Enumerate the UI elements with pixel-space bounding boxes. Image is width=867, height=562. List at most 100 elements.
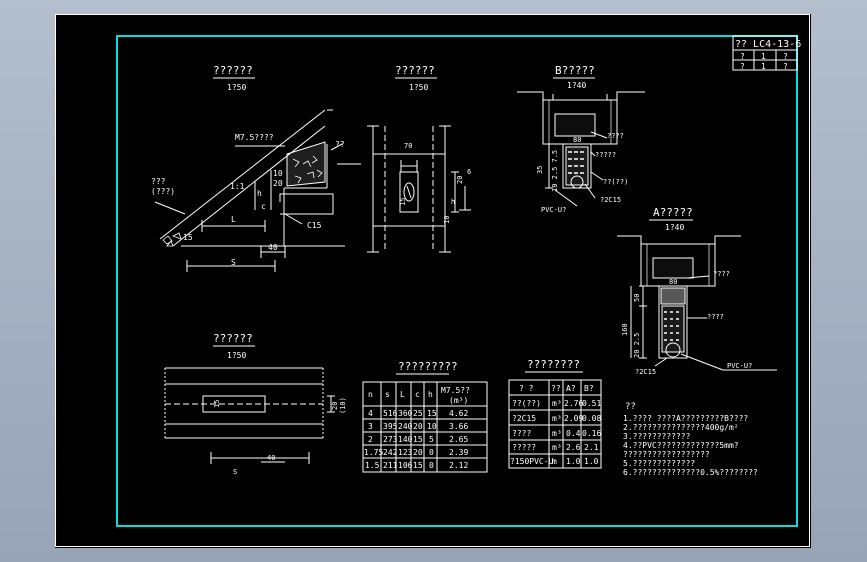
left-note-label-2: (???) xyxy=(151,187,175,196)
a-concrete: ?2C15 xyxy=(635,368,656,376)
title-block-cell: 1 xyxy=(761,52,766,61)
svg-text:0: 0 xyxy=(429,448,434,457)
b-dim-35: 35 xyxy=(536,166,544,174)
b-pvc: PVC-U? xyxy=(541,206,566,214)
plan-dim-6: 6 xyxy=(467,168,471,176)
svg-text:273: 273 xyxy=(383,435,398,444)
section-a-view: A????? 1?40 xyxy=(617,206,777,371)
slope-section-labels: M7.5???? ?? ??? (???) 1:1 C15 L S 40 h c… xyxy=(151,133,345,267)
view-title: ?????? xyxy=(395,64,435,77)
svg-text:?????: ????? xyxy=(512,443,536,452)
a-note-1: ???? xyxy=(713,270,730,278)
dim-S: S xyxy=(231,258,236,267)
svg-text:0.16: 0.16 xyxy=(582,429,601,438)
note-line: 2.???????????????400g/m² xyxy=(623,423,739,432)
outer-border xyxy=(55,14,810,547)
table-title: ???????? xyxy=(527,358,580,371)
view-title: B????? xyxy=(555,64,595,77)
view-scale: 1?50 xyxy=(409,83,428,92)
t1-header: M7.5?? xyxy=(441,386,470,395)
t2-row: ????? m³ 2.6 2.1 xyxy=(512,443,599,452)
title-block: ?? LC4-13-6 ? 1 ? ? 1 ? xyxy=(732,35,801,71)
svg-text:0.51: 0.51 xyxy=(582,399,601,408)
plan-dim-10: 10 xyxy=(443,216,451,224)
title-block-cell: ? xyxy=(740,52,745,61)
svg-text:3: 3 xyxy=(368,422,373,431)
notes-heading: ?? xyxy=(625,402,636,412)
plan-dim-15: 15 xyxy=(399,198,407,206)
svg-text:2.39: 2.39 xyxy=(449,448,468,457)
a-dim-80: 80 xyxy=(669,278,677,286)
plan-view-bottom-labels: 15 S 40 20 (10) xyxy=(213,397,347,476)
pb-dim-20: 20 xyxy=(331,402,339,410)
t2-row: ???? m³ 0.4 0.16 xyxy=(512,429,601,438)
svg-text:2.76: 2.76 xyxy=(564,399,583,408)
a-dim-50: 50 xyxy=(633,294,641,302)
b-note-1: ???? xyxy=(607,132,624,140)
slope-section-view: ?????? 1?50 xyxy=(154,64,361,272)
svg-text:20: 20 xyxy=(413,448,423,457)
title-block-cell: ? xyxy=(783,62,788,71)
svg-text:m³: m³ xyxy=(552,443,562,452)
drawing-sheet: ?? LC4-13-6 ? 1 ? ? 1 ? ?????? 1?50 xyxy=(55,14,811,548)
svg-text:1.75: 1.75 xyxy=(364,448,383,457)
view-scale: 1?50 xyxy=(227,83,246,92)
t2-row: ?2C15 m³ 2.09 0.08 xyxy=(512,414,601,423)
svg-text:m³: m³ xyxy=(552,414,562,423)
svg-text:516: 516 xyxy=(383,409,398,418)
section-b-labels: 80 ???? ????? ??(??) ?2C15 PVC-U? 35 10 … xyxy=(536,132,628,214)
svg-text:5: 5 xyxy=(429,435,434,444)
svg-text:211: 211 xyxy=(383,461,398,470)
view-scale: 1?40 xyxy=(665,223,684,232)
svg-text:0.08: 0.08 xyxy=(582,414,601,423)
svg-text:140: 140 xyxy=(398,435,413,444)
note-line: 3.???????????? xyxy=(623,432,691,441)
view-title: A????? xyxy=(653,206,693,219)
a-dim-160: 160 xyxy=(621,323,629,336)
svg-text:1.0: 1.0 xyxy=(566,457,581,466)
b-concrete: ?2C15 xyxy=(600,196,621,204)
t2-row: ?150PVC-U m 1.0 1.0 xyxy=(510,457,599,466)
t1-header: (m³) xyxy=(449,396,468,405)
view-title: ?????? xyxy=(213,332,253,345)
quantity-table-1: ????????? n s L c h M7.5?? (m³) 4 516 xyxy=(362,360,488,473)
svg-text:242: 242 xyxy=(383,448,398,457)
svg-text:?2C15: ?2C15 xyxy=(512,414,536,423)
t1-row: 1.5 211 106 15 0 2.12 xyxy=(365,461,468,470)
t1-row: 4 516 360 25 15 4.62 xyxy=(368,409,468,418)
svg-text:2.12: 2.12 xyxy=(449,461,468,470)
note-line: 6.??????????????0.5%???????? xyxy=(623,468,758,477)
svg-text:395: 395 xyxy=(383,422,398,431)
svg-text:20: 20 xyxy=(413,422,423,431)
slope-ratio: 1:1 xyxy=(230,182,245,191)
svg-text:0.4: 0.4 xyxy=(566,429,581,438)
section-b-view: B????? 1?40 xyxy=(517,64,645,207)
view-scale: 1?40 xyxy=(567,81,586,90)
t1-header: s xyxy=(385,390,390,399)
svg-text:2.6: 2.6 xyxy=(566,443,581,452)
dim-h: h xyxy=(257,189,262,198)
svg-text:2.1: 2.1 xyxy=(584,443,599,452)
svg-text:m³: m³ xyxy=(552,399,562,408)
note-line: 4.??PVC?????????????5mm? xyxy=(623,441,739,450)
svg-text:10: 10 xyxy=(427,422,437,431)
dim-15: 15 xyxy=(183,233,193,242)
title-block-cell: 1 xyxy=(761,62,766,71)
dim-L: L xyxy=(231,215,236,224)
t1-header: n xyxy=(368,390,373,399)
t2-header: ? ? xyxy=(519,384,534,393)
b-note-3: ??(??) xyxy=(603,178,628,186)
svg-text:2.09: 2.09 xyxy=(564,414,583,423)
plan-dim-h: h xyxy=(451,198,455,206)
left-note-label: ??? xyxy=(151,177,166,186)
table-title: ????????? xyxy=(398,360,458,373)
t1-row: 1.75 242 123 20 0 2.39 xyxy=(364,448,468,457)
dim-40: 40 xyxy=(268,243,278,252)
svg-text:m³: m³ xyxy=(552,429,562,438)
t2-header: B? xyxy=(584,384,594,393)
svg-text:m: m xyxy=(552,457,557,466)
t2-header: ?? xyxy=(551,384,561,393)
svg-text:15: 15 xyxy=(413,435,423,444)
notes-block: ?? 1.???? ????A?????????B???? 2.????????… xyxy=(623,402,758,477)
